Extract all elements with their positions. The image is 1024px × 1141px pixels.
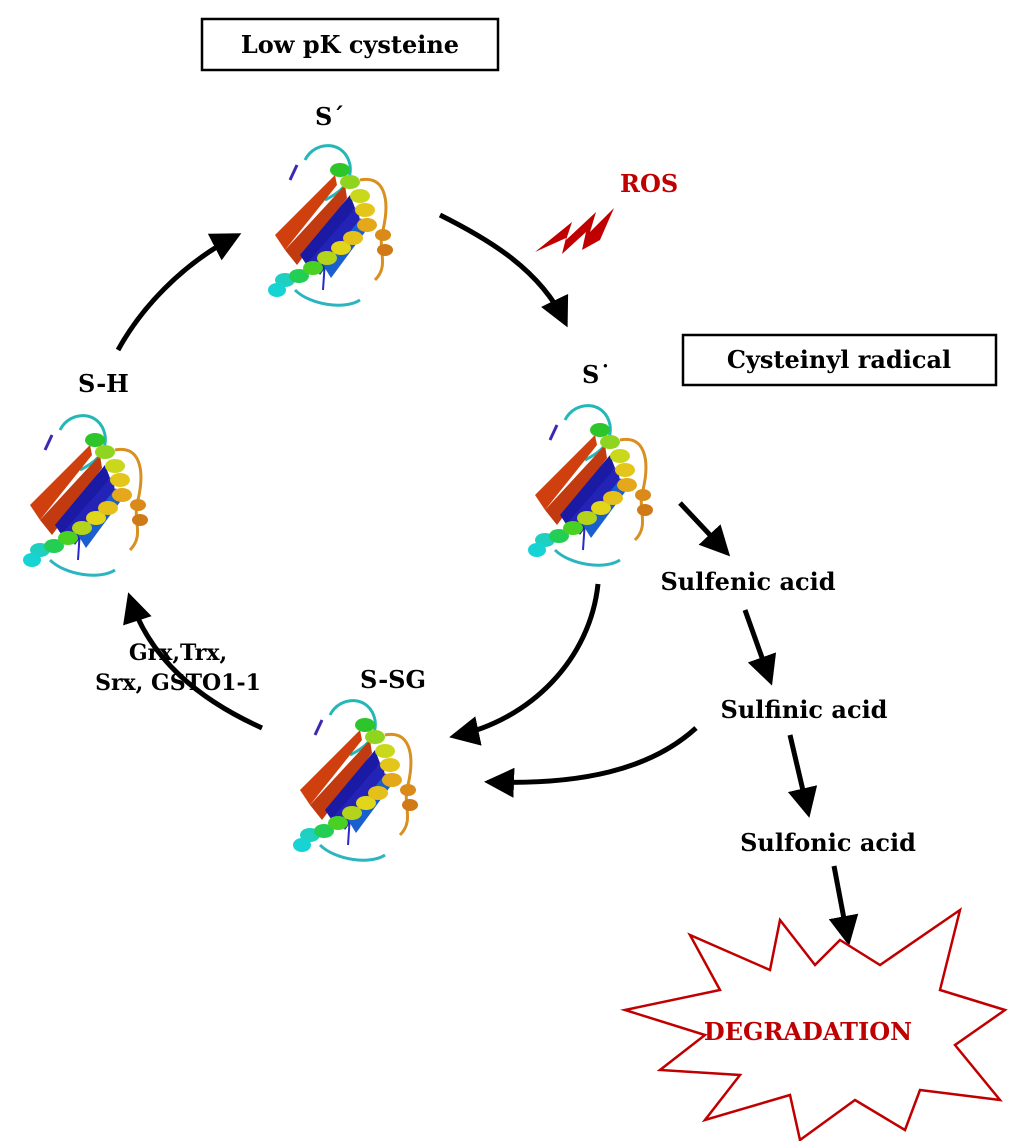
arrow-to-sulfinic (742, 609, 777, 686)
arrow-to-degradation (828, 865, 859, 946)
helix-ribbon-icon (526, 404, 655, 567)
cysteinyl-radical-box: Cysteinyl radical (681, 333, 998, 387)
helix-ribbon-icon (21, 414, 150, 577)
arrow-glutathionylation (449, 583, 601, 746)
low-pk-cysteine-label: Low pK cysteine (241, 30, 459, 59)
arrow-to-sulfenic (678, 501, 731, 557)
ros-label: ROS (620, 169, 678, 198)
enzymes-line2: Srx, GSTO1-1 (95, 670, 261, 696)
helix-ribbon-icon (266, 144, 395, 307)
radical-label: S˙ (582, 360, 611, 389)
thiol-label: S-H (78, 369, 129, 398)
lightning-icon (535, 208, 614, 254)
degradation-burst-icon (620, 907, 1008, 1141)
degradation-label: DEGRADATION (704, 1017, 912, 1046)
oxidation-step-sulfonic: Sulfonic acid (740, 828, 916, 857)
arrow-sulfinic-to-ssg (484, 726, 698, 798)
low-pk-cysteine-box: Low pK cysteine (200, 17, 500, 72)
arrow-deprotonation (115, 233, 242, 352)
arrow-oxidation (438, 212, 569, 328)
arrow-reduction (123, 592, 264, 731)
glutathionylated-label: S-SG (360, 665, 426, 694)
thiolate-label: S´ (315, 102, 344, 131)
helix-ribbon-icon (291, 699, 420, 862)
cysteinyl-radical-label: Cysteinyl radical (727, 345, 951, 374)
oxidation-step-sulfenic: Sulfenic acid (660, 567, 835, 596)
arrow-to-sulfonic (787, 734, 818, 818)
oxidation-step-sulfinic: Sulfinic acid (721, 695, 888, 724)
enzymes-line1: Grx,Trx, (129, 640, 227, 666)
